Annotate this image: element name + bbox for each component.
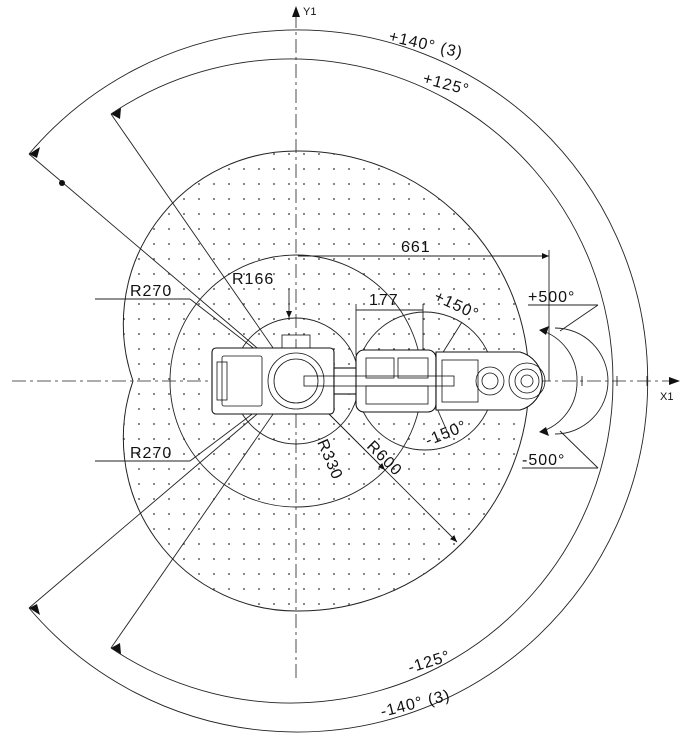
angle-label-outer-neg: -140° (3) xyxy=(379,687,452,721)
radius-label-r270-top: R270 xyxy=(130,283,172,300)
dim-label-661: 661 xyxy=(401,239,431,256)
arrow-icon xyxy=(111,643,121,654)
j4-rotation-arc-inner2 xyxy=(539,380,578,433)
radius-label-r166: R166 xyxy=(232,271,274,288)
arrow-icon xyxy=(29,147,40,158)
x-axis-label: X1 xyxy=(660,391,673,403)
limit-line-inner-pos xyxy=(110,113,297,382)
limit-line-inner-neg xyxy=(110,380,297,649)
j4-neg-leader xyxy=(559,430,599,469)
radius-label-r270-bottom: R270 xyxy=(130,445,172,462)
x-axis-arrow-icon xyxy=(669,377,680,385)
robot-shaft xyxy=(303,375,455,387)
limit-line-outer-neg xyxy=(28,380,297,609)
arc-inner-125 xyxy=(110,58,614,704)
angle-label-j4-neg: -500° xyxy=(522,452,565,469)
j4-pos-leader xyxy=(559,304,599,332)
arrow-icon xyxy=(111,108,121,119)
j4-rotation-arc-inner xyxy=(539,329,578,382)
arc-outer-140 xyxy=(28,29,649,733)
y-axis-label: Y1 xyxy=(303,6,316,18)
robot-arm-link xyxy=(435,351,543,411)
y-axis-arrow-icon xyxy=(292,6,300,17)
arrow-icon xyxy=(29,604,40,615)
limit-line-outer-pos xyxy=(28,153,297,382)
dim-label-177: 177 xyxy=(369,292,399,309)
reference-dot xyxy=(59,180,65,186)
robot-arm1 xyxy=(333,367,359,395)
angle-label-j4-pos: +500° xyxy=(528,289,575,306)
arrow-icon xyxy=(539,427,549,436)
j4-rotation-arc xyxy=(554,327,609,435)
angle-label-inner-pos: +125° xyxy=(421,70,471,99)
robot-top-view xyxy=(211,334,546,415)
robot-arm2 xyxy=(355,349,437,413)
arrow-icon xyxy=(539,326,549,335)
robot-base xyxy=(211,347,335,415)
angle-label-outer-pos: +140° (3) xyxy=(387,28,464,62)
angle-label-inner-neg: -125° xyxy=(406,648,452,677)
